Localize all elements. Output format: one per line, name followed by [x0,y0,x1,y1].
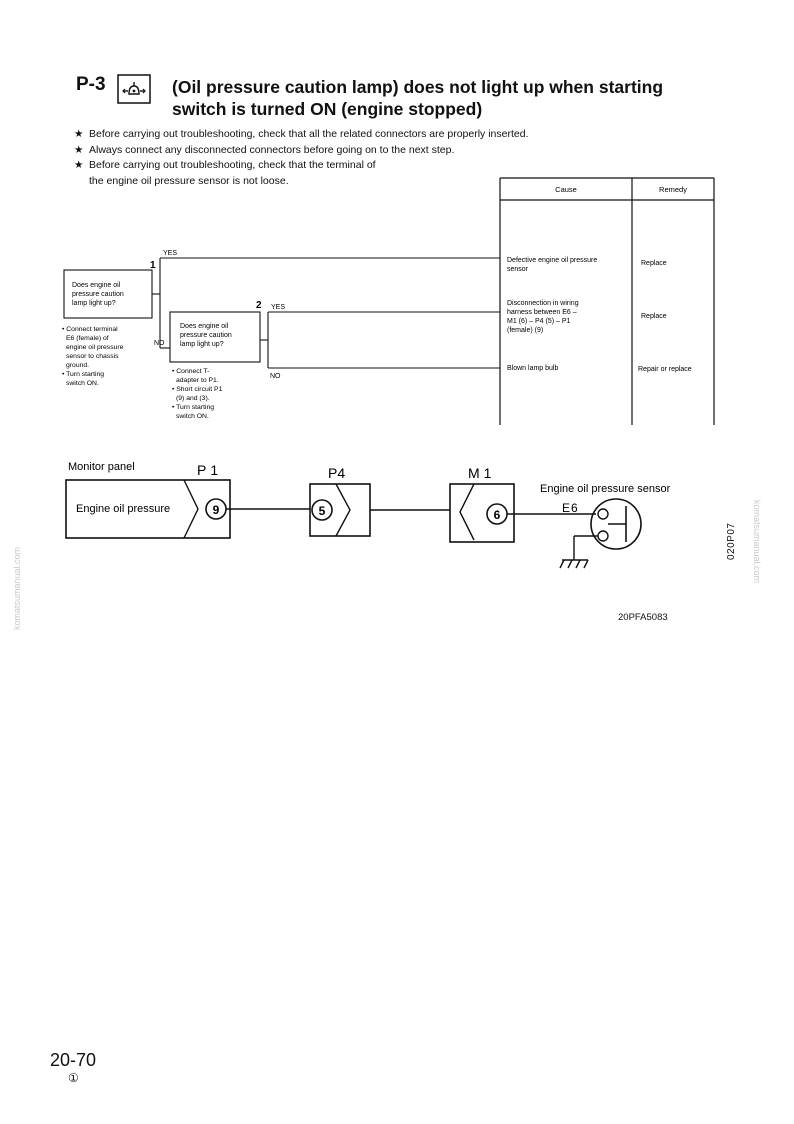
step-2-box [169,311,261,363]
monitor-panel-box [65,479,231,539]
yes-label: YES [163,250,177,257]
title-line-2: switch is turned ON (engine stopped) [172,99,483,119]
star-icon: ★ [74,159,84,171]
svg-text:switch ON.: switch ON. [176,413,209,420]
star-icon: ★ [74,143,84,156]
svg-text:sensor: sensor [507,266,529,273]
svg-text:6: 6 [494,508,501,522]
connector-m1 [449,483,515,543]
oil-pressure-sensor-icon [590,498,642,550]
svg-text:ground.: ground. [66,362,89,369]
svg-text:Replace: Replace [641,313,667,320]
step-2-number: 2 [256,300,262,311]
table-row: Disconnection in wiring harness between … [507,300,667,334]
oil-pressure-lamp-icon [117,74,151,104]
connector-m1-label: M1 [468,465,495,481]
pin-m1-6 [486,503,508,525]
svg-text:Blown lamp bulb: Blown lamp bulb [507,365,558,372]
no-label: NO [154,340,165,347]
svg-text:lamp light up?: lamp light up? [72,300,116,307]
watermark-right: komatsumanual.com [752,500,762,584]
precaution-notes: ★Before carrying out troubleshooting, ch… [74,127,634,189]
page-title: (Oil pressure caution lamp) does not lig… [172,76,712,120]
svg-text:• Short circuit P1: • Short circuit P1 [172,386,223,393]
table-row: Defective engine oil pressure sensor Rep… [507,257,667,273]
svg-text:(9) and (3).: (9) and (3). [176,395,210,402]
cause-header: Cause [555,185,577,194]
title-line-1: (Oil pressure caution lamp) does not lig… [172,77,664,97]
step-1-number: 1 [150,260,156,271]
svg-text:pressure caution: pressure caution [180,332,232,339]
svg-text:E6 (female) of: E6 (female) of [66,335,109,342]
side-code: 020P07 [726,522,737,560]
svg-text:Disconnection in wiring: Disconnection in wiring [507,300,579,307]
no-label: NO [270,373,281,380]
svg-text:sensor to chassis: sensor to chassis [66,353,119,360]
svg-text:lamp light up?: lamp light up? [180,341,224,348]
svg-text:Repair or replace: Repair or replace [638,366,692,373]
svg-text:• Connect T-: • Connect T- [172,368,209,375]
ground-icon [559,535,598,569]
sensor-label: Engine oil pressure sensor [540,483,671,495]
svg-text:pressure caution: pressure caution [72,291,124,298]
pin-p4-5 [311,499,333,521]
svg-text:switch ON.: switch ON. [66,380,99,387]
watermark-left: komatsumanual.com [12,546,22,630]
svg-text:engine oil pressure: engine oil pressure [66,344,124,351]
svg-text:5: 5 [319,504,326,518]
svg-text:Does engine oil: Does engine oil [180,323,229,330]
page-number: 20-70 [50,1050,97,1070]
svg-text:9: 9 [213,503,220,517]
connector-p4 [309,483,371,537]
monitor-panel-label: Monitor panel [68,461,135,473]
table-row: Blown lamp bulb Repair or replace [507,365,692,373]
figure-code: 20PFA5083 [618,612,668,623]
connector-p1-label: P1 [197,462,222,478]
yes-label: YES [271,304,285,311]
note-3: ★Before carrying out troubleshooting, ch… [74,158,634,174]
connector-e6-label: E6 [562,501,579,515]
note-2: ★Always connect any disconnected connect… [74,143,634,159]
pin-p1-9 [205,498,227,520]
svg-text:adapter to P1.: adapter to P1. [176,377,219,384]
svg-text:harness between E6 –: harness between E6 – [507,309,577,316]
note-1: ★Before carrying out troubleshooting, ch… [74,127,634,143]
svg-text:• Turn starting: • Turn starting [62,371,104,378]
svg-text:• Connect terminal: • Connect terminal [62,326,118,333]
step-1-notes: • Connect terminal E6 (female) of engine… [62,326,124,387]
connector-p4-label: P4 [328,465,345,481]
note-3-continued: the engine oil pressure sensor is not lo… [89,174,289,187]
revision-mark: ① [68,1071,79,1085]
svg-text:Replace: Replace [641,260,667,267]
svg-text:• Turn starting: • Turn starting [172,404,214,411]
remedy-header: Remedy [659,185,687,194]
section-code: P-3 [76,74,106,95]
svg-text:Defective engine oil pressure: Defective engine oil pressure [507,257,597,264]
svg-text:(female) (9): (female) (9) [507,327,543,334]
engine-oil-pressure-item: Engine oil pressure [76,503,170,515]
star-icon: ★ [74,128,84,140]
svg-text:Does engine oil: Does engine oil [72,282,121,289]
step-2-notes: • Connect T- adapter to P1. • Short circ… [172,368,223,420]
troubleshooting-flowchart: Cause Remedy Defective engine oil pressu… [62,177,715,425]
svg-text:M1 (6) – P4 (5) – P1: M1 (6) – P4 (5) – P1 [507,318,571,325]
